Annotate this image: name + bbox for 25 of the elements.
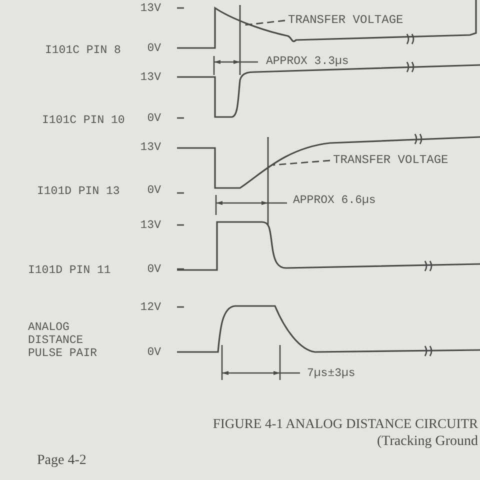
timing-label: APPROX 3.3µs <box>266 55 349 68</box>
annotation-text: TRANSFER VOLTAGE <box>333 154 448 167</box>
voltage-label: 0V <box>147 184 161 197</box>
page-number: Page 4-2 <box>37 454 86 467</box>
voltage-label: 0V <box>147 112 161 125</box>
signal-name: ANALOG DISTANCE PULSE PAIR <box>28 321 98 360</box>
voltage-label: 13V <box>140 141 161 154</box>
caption-text: (Tracking Ground <box>377 435 478 448</box>
signal-name: I101C PIN 8 <box>45 44 121 57</box>
voltage-label: 0V <box>147 263 161 276</box>
timing-label: 7µs±3µs <box>307 367 356 380</box>
voltage-label: 13V <box>140 71 161 84</box>
voltage-label: 12V <box>140 301 161 314</box>
leader-line <box>272 160 330 166</box>
leader-line <box>244 20 286 26</box>
voltage-label: 0V <box>147 42 161 55</box>
voltage-label: 13V <box>140 219 161 232</box>
timing-label: APPROX 6.6µs <box>293 194 376 207</box>
voltage-label: 0V <box>147 346 161 359</box>
signal-name: I101C PIN 10 <box>42 114 125 127</box>
voltage-label: 13V <box>140 2 161 15</box>
figure-caption: FIGURE 4-1 ANALOG DISTANCE CIRCUITR <box>212 417 478 430</box>
annotation-text: TRANSFER VOLTAGE <box>288 14 404 27</box>
signal-name: I101D PIN 11 <box>28 264 111 277</box>
signal-name: I101D PIN 13 <box>37 185 120 198</box>
